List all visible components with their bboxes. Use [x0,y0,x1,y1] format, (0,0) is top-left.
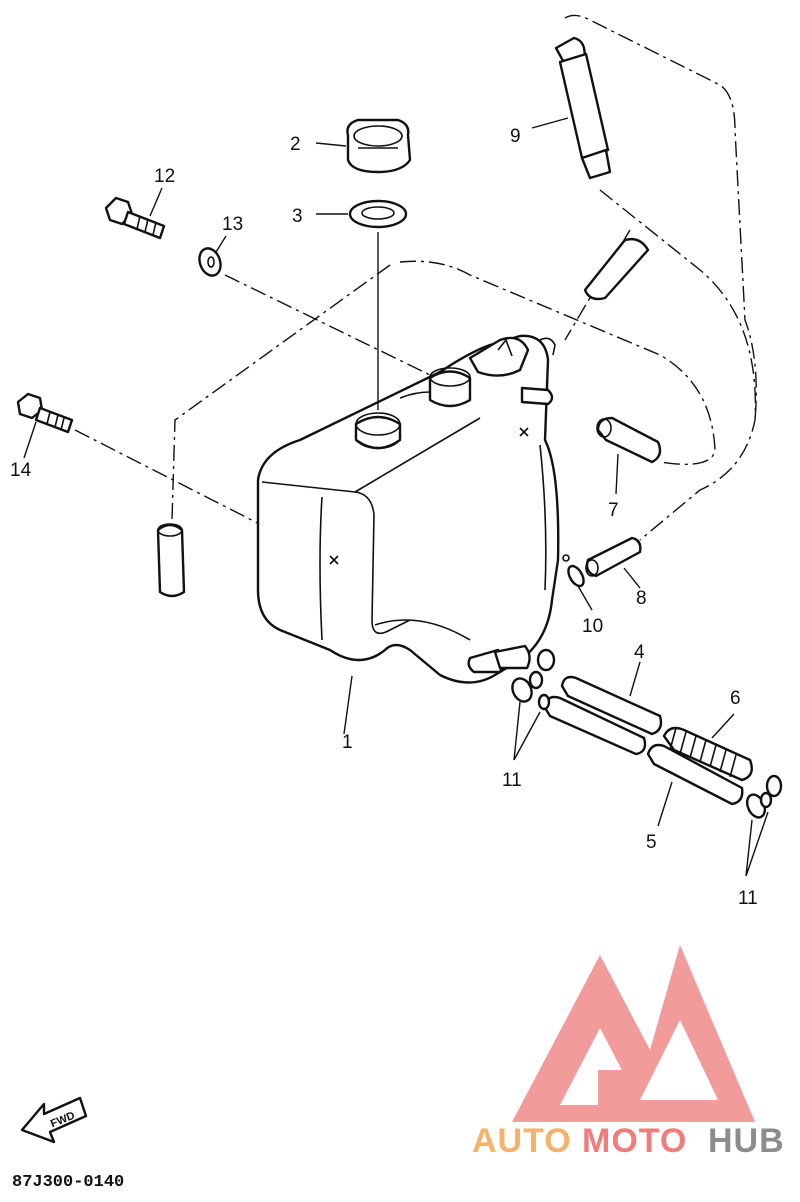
callout-11-lower: 11 [738,888,758,909]
gasket-part-3 [348,199,408,410]
callout-9: 9 [510,126,521,147]
left-tube [156,523,186,598]
callout-8: 8 [636,588,647,609]
hose-part-7 [596,416,662,464]
callout-6: 6 [730,688,741,709]
callout-11-upper: 11 [502,770,522,791]
spring-part-6 [662,726,753,782]
drawing-code: 87J300-0140 [12,1173,124,1192]
callout-5: 5 [646,832,657,853]
automotohub-wordmark: AUTO MOTO HUB [472,1122,785,1160]
callout-labels: 1 2 3 4 5 6 7 8 9 10 11 11 12 13 14 [10,126,758,909]
bolt-part-14 [16,392,74,434]
callout-10: 10 [582,616,603,637]
connector-tube-upper [583,237,650,301]
hose-part-4 [542,675,663,756]
callout-3: 3 [292,206,303,227]
hose-part-5 [646,743,744,806]
leader-lines [23,117,769,877]
callout-1: 1 [342,732,353,753]
bolt-part-12 [104,196,166,240]
callout-14: 14 [10,460,32,481]
oil-tank-part-1 [256,334,560,684]
washer-part-13 [198,247,222,277]
hose-part-8 [585,536,642,578]
callout-2: 2 [290,134,301,155]
callout-13: 13 [222,214,243,235]
tank-cap-part-2 [346,118,412,174]
forward-arrow-icon: FWD [20,1096,88,1144]
brand-auto: AUTO [472,1122,572,1160]
clamps-part-11-upper [511,648,556,711]
callout-4: 4 [634,642,645,663]
brand-hub: HUB [708,1122,785,1160]
callout-12: 12 [154,166,175,187]
automotohub-logo-mark [512,945,755,1122]
clip-part-10 [562,554,585,588]
brand-moto: MOTO [582,1122,687,1160]
callout-7: 7 [608,500,619,521]
breather-hose-part-9 [554,36,612,180]
clamps-part-11-lower [745,774,783,819]
